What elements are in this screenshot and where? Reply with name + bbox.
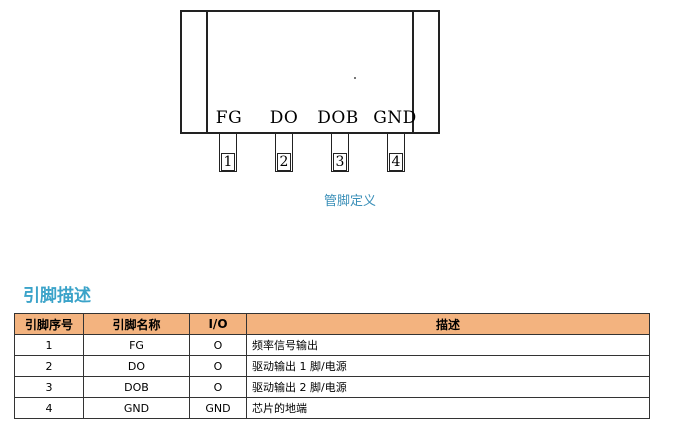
pin-name-label: DOB: [317, 108, 359, 128]
pin-lead: [219, 134, 237, 172]
table-cell: GND: [83, 397, 190, 419]
table-cell: DO: [83, 355, 190, 377]
pin-description-table: 引脚序号 引脚名称 I/O 描述 1 FG O 频率信号输出 2 DO O 驱动…: [14, 313, 650, 419]
table-cell: 3: [14, 376, 84, 398]
package-mark: [354, 77, 356, 79]
table-cell: O: [189, 334, 247, 356]
package-body: [180, 10, 440, 134]
pin-number: 4: [389, 153, 403, 171]
column-header: 引脚名称: [83, 313, 190, 335]
table-row: 2 DO O 驱动输出 1 脚/电源: [14, 355, 650, 377]
table-cell: GND: [189, 397, 247, 419]
package-edge-left: [206, 10, 208, 134]
package-edge-right: [412, 10, 414, 134]
column-header: I/O: [189, 313, 247, 335]
pin-name-label: DO: [269, 108, 299, 128]
table-cell: 频率信号输出: [246, 334, 650, 356]
pin-number: 1: [221, 153, 235, 171]
pin-name-label: FG: [215, 108, 243, 128]
table-cell: 芯片的地端: [246, 397, 650, 419]
table-header-row: 引脚序号 引脚名称 I/O 描述: [14, 313, 650, 335]
table-row: 1 FG O 频率信号输出: [14, 334, 650, 356]
section-title: 引脚描述: [23, 286, 91, 306]
table-row: 4 GND GND 芯片的地端: [14, 397, 650, 419]
figure-caption: 管脚定义: [323, 194, 377, 209]
table-cell: O: [189, 355, 247, 377]
column-header: 描述: [246, 313, 650, 335]
table-cell: FG: [83, 334, 190, 356]
pin-lead: [387, 134, 405, 172]
table-cell: 4: [14, 397, 84, 419]
table-cell: O: [189, 376, 247, 398]
column-header: 引脚序号: [14, 313, 84, 335]
pin-lead: [275, 134, 293, 172]
table-cell: 驱动输出 1 脚/电源: [246, 355, 650, 377]
pin-lead: [331, 134, 349, 172]
table-cell: 1: [14, 334, 84, 356]
table-row: 3 DOB O 驱动输出 2 脚/电源: [14, 376, 650, 398]
pin-number: 3: [333, 153, 347, 171]
pin-name-label: GND: [373, 108, 417, 128]
table-cell: 2: [14, 355, 84, 377]
pin-number: 2: [277, 153, 291, 171]
table-cell: DOB: [83, 376, 190, 398]
table-cell: 驱动输出 2 脚/电源: [246, 376, 650, 398]
